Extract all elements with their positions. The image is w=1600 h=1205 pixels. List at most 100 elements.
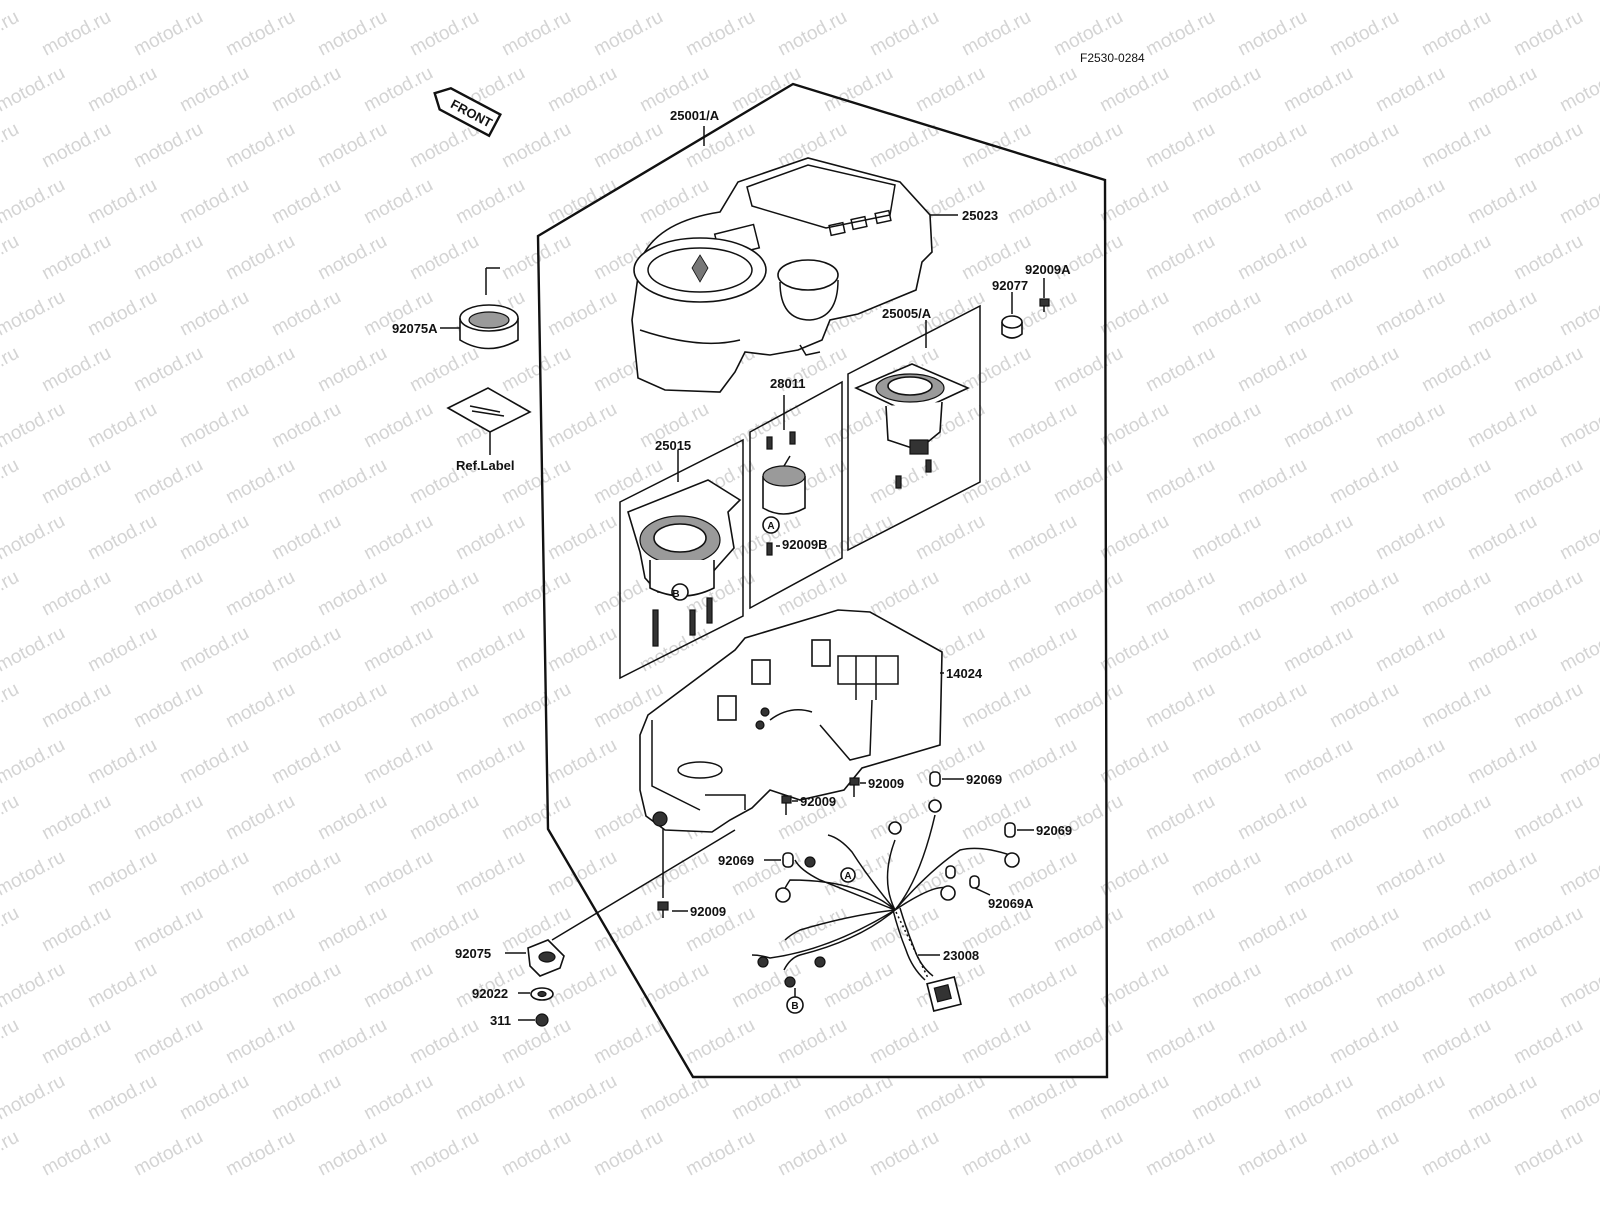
watermark-text: motod.ru [1234, 1127, 1310, 1181]
watermark-text: motod.ru [314, 903, 390, 957]
watermark-text: motod.ru [1418, 119, 1494, 173]
watermark-text: motod.ru [84, 623, 160, 677]
watermark-text: motod.ru [1326, 679, 1402, 733]
watermark-text: motod.ru [1372, 175, 1448, 229]
watermark-text: motod.ru [452, 623, 528, 677]
watermark-text: motod.ru [1464, 175, 1540, 229]
watermark-text: motod.ru [1510, 1127, 1586, 1181]
watermark-text: motod.ru [1004, 175, 1080, 229]
watermark-text: motod.ru [1464, 63, 1540, 117]
watermark-text: motod.ru [1096, 1071, 1172, 1125]
watermark-text: motod.ru [452, 1071, 528, 1125]
watermark-text: motod.ru [130, 791, 206, 845]
watermark-text: motod.ru [84, 63, 160, 117]
watermark-text: motod.ru [728, 1071, 804, 1125]
watermark-text: motod.ru [912, 0, 988, 4]
label-28011: 28011 [770, 376, 805, 391]
watermark-text: motod.ru [1418, 1015, 1494, 1069]
watermark-text: motod.ru [176, 511, 252, 565]
watermark-text: motod.ru [360, 399, 436, 453]
washer-92022 [518, 987, 554, 1001]
watermark-text: motod.ru [1326, 119, 1402, 173]
watermark-text: motod.ru [0, 455, 23, 509]
watermark-text: motod.ru [1188, 959, 1264, 1013]
watermark-text: motod.ru [1050, 903, 1126, 957]
watermark-text: motod.ru [728, 63, 804, 117]
watermark-text: motod.ru [84, 399, 160, 453]
watermark-text: motod.ru [314, 1015, 390, 1069]
meter-cap [440, 267, 519, 350]
watermark-text: motod.ru [958, 567, 1034, 621]
watermark-text: motod.ru [1326, 231, 1402, 285]
watermark-text: motod.ru [498, 1127, 574, 1181]
wiring-harness [751, 799, 1020, 1014]
watermark-text: motod.ru [958, 791, 1034, 845]
watermark-text: motod.ru [682, 7, 758, 61]
socket-92069A [945, 865, 991, 896]
watermark-text: motod.ru [1280, 959, 1356, 1013]
watermark-text: motod.ru [406, 1127, 482, 1181]
watermark-text: motod.ru [0, 399, 69, 453]
watermark-text: motod.ru [406, 791, 482, 845]
watermark-text: motod.ru [1142, 343, 1218, 397]
watermark-text: motod.ru [1096, 175, 1172, 229]
watermark-text: motod.ru [0, 791, 23, 845]
watermark-text: motod.ru [1280, 287, 1356, 341]
watermark-text: motod.ru [590, 119, 666, 173]
watermark-text: motod.ru [1418, 7, 1494, 61]
label-25005A: 25005/A [882, 306, 932, 321]
watermark-text: motod.ru [0, 903, 23, 957]
watermark-text: motod.ru [84, 1071, 160, 1125]
leader-mount [551, 829, 736, 941]
watermark-text: motod.ru [38, 7, 114, 61]
label-92069-c: 92069 [718, 853, 754, 868]
watermark-text: motod.ru [1234, 1015, 1310, 1069]
figure-code: F2530-0284 [1080, 51, 1145, 65]
watermark-text: motod.ru [176, 399, 252, 453]
watermark-text: motod.ru [498, 567, 574, 621]
watermark-text: motod.ru [590, 7, 666, 61]
watermark-text: motod.ru [1372, 511, 1448, 565]
watermark-text: motod.ru [1556, 847, 1600, 901]
label-92009B: 92009B [782, 537, 828, 552]
ref-marker-A-1: A [767, 521, 774, 532]
watermark-text: motod.ru [0, 1071, 69, 1125]
watermark-text: motod.ru [1050, 567, 1126, 621]
watermark-text: motod.ru [774, 7, 850, 61]
watermark-text: motod.ru [360, 0, 436, 4]
watermark-text: motod.ru [222, 119, 298, 173]
watermark-text: motod.ru [544, 1071, 620, 1125]
watermark-text: motod.ru [130, 343, 206, 397]
label-25023: 25023 [962, 208, 998, 223]
watermark-text: motod.ru [1280, 847, 1356, 901]
label-23008: 23008 [943, 948, 979, 963]
watermark-text: motod.ru [314, 231, 390, 285]
screw-92009-c [657, 828, 688, 918]
watermark-text: motod.ru [1556, 399, 1600, 453]
watermark-text: motod.ru [0, 959, 69, 1013]
label-92069A: 92069A [988, 896, 1034, 911]
label-92069-b: 92069 [1036, 823, 1072, 838]
watermark-text: motod.ru [1326, 7, 1402, 61]
watermark-text: motod.ru [1556, 735, 1600, 789]
watermark-text: motod.ru [1372, 63, 1448, 117]
ref-marker-A-2: A [844, 871, 851, 882]
watermark-text: motod.ru [222, 679, 298, 733]
watermark-text: motod.ru [820, 63, 896, 117]
watermark-text: motod.ru [0, 511, 69, 565]
watermark-text: motod.ru [1188, 1071, 1264, 1125]
watermark-text: motod.ru [268, 959, 344, 1013]
watermark-text: motod.ru [1418, 1127, 1494, 1181]
watermark-text: motod.ru [268, 623, 344, 677]
label-92009-b: 92009 [800, 794, 836, 809]
watermark-text: motod.ru [130, 231, 206, 285]
watermark-text: motod.ru [1234, 567, 1310, 621]
watermark-text: motod.ru [176, 623, 252, 677]
label-311: 311 [490, 1013, 511, 1028]
watermark-text: motod.ru [1510, 7, 1586, 61]
watermark-text: motod.ru [222, 343, 298, 397]
watermark-text: motod.ru [1464, 287, 1540, 341]
watermark-text: motod.ru [360, 623, 436, 677]
watermark-text: motod.ru [38, 1127, 114, 1181]
watermark-text: motod.ru [222, 791, 298, 845]
